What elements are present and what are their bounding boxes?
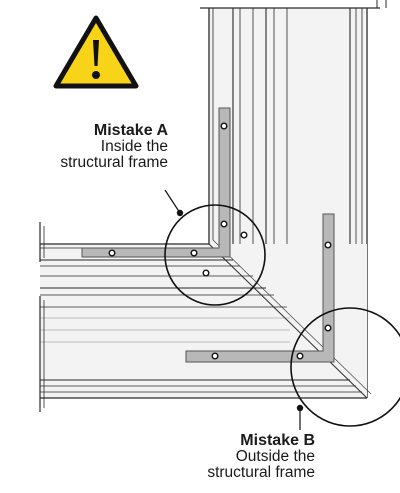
- mistake-b-line2: structural frame: [207, 463, 315, 481]
- bracket-b: [185, 213, 335, 363]
- mistake-b-line1: Outside the: [235, 448, 315, 465]
- mistake-a-highlight: [164, 189, 266, 306]
- mitre-joint: [208, 239, 372, 399]
- mistake-b-title: Mistake B: [240, 432, 315, 449]
- mistake-a-title: Mistake A: [93, 122, 168, 139]
- mistake-b-callout: Mistake B Outside the structural frame: [110, 433, 315, 480]
- mistake-a-line1: Inside the: [100, 138, 168, 155]
- bracket-a: [81, 107, 248, 277]
- warning-triangle-icon: [53, 15, 139, 89]
- mistake-b-highlight: [290, 307, 400, 430]
- mistake-a-line2: structural frame: [60, 153, 168, 171]
- mistake-a-callout: Mistake A Inside the structural frame: [60, 123, 168, 170]
